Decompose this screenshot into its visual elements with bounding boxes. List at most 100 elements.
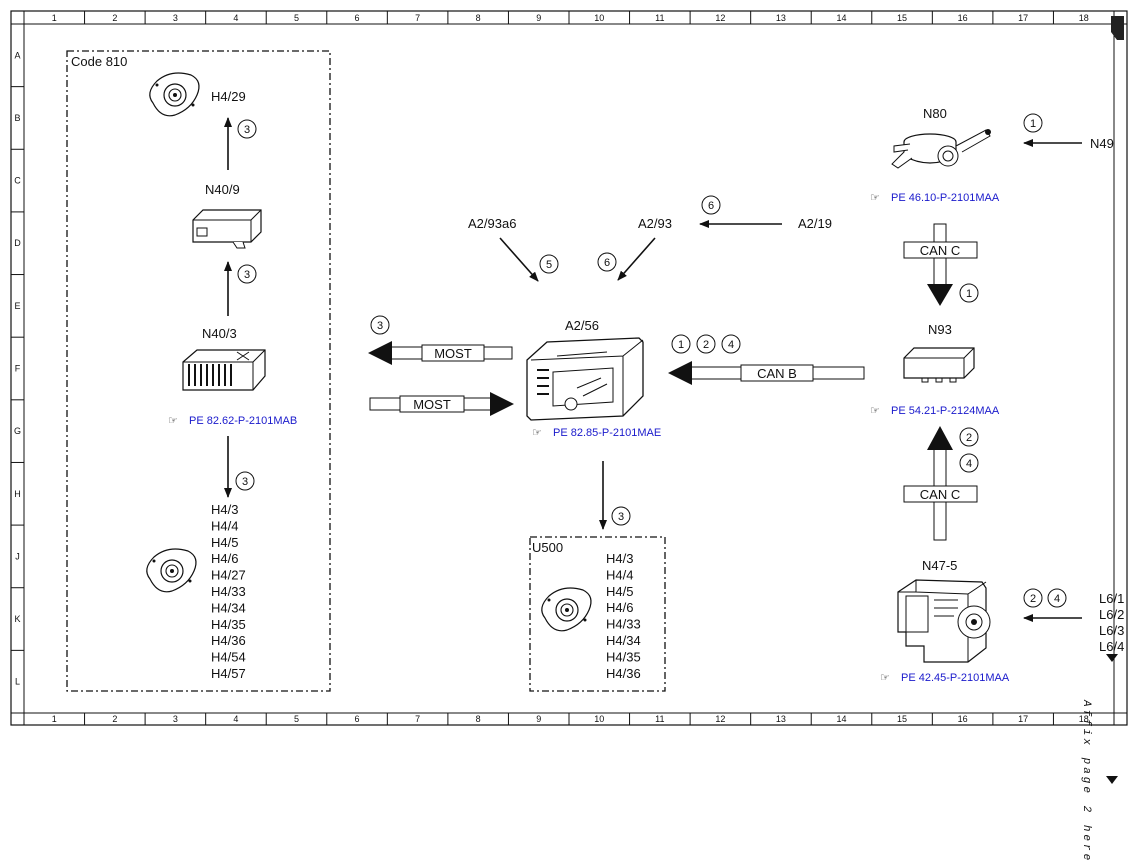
- grid-col-label: 1: [52, 13, 57, 23]
- grid-col-label: 17: [1018, 714, 1028, 724]
- grid-col-label: 18: [1079, 13, 1089, 23]
- speaker-icon: [541, 587, 592, 632]
- list-item: H4/34: [606, 633, 641, 648]
- most-bus-out: [368, 341, 513, 365]
- ref-n80[interactable]: PE 46.10-P-2101MAA: [891, 192, 1000, 204]
- marker-number: 3: [377, 320, 383, 332]
- grid-row-label: L: [15, 677, 20, 687]
- grid-col-label: 10: [594, 13, 604, 23]
- ref-icon: ☞: [870, 192, 880, 204]
- grid-col-label: 12: [715, 714, 725, 724]
- list-item: H4/35: [606, 649, 641, 664]
- list-item: L6/4: [1099, 639, 1124, 654]
- grid-col-label: 11: [655, 714, 664, 724]
- can-b-label: CAN B: [757, 366, 797, 381]
- grid-row-label: A: [14, 50, 20, 60]
- side-arrow-bottom-icon: [1106, 776, 1118, 784]
- list-item: H4/36: [606, 666, 641, 681]
- grid-col-label: 3: [173, 714, 178, 724]
- wiring-diagram: 1122334455667788991010111112121313141415…: [10, 10, 1128, 784]
- esp-unit-n47-5-icon: [897, 579, 991, 663]
- marker-number: 3: [618, 511, 624, 523]
- code-810-group: [66, 50, 331, 692]
- label-n40-3: N40/3: [202, 326, 237, 341]
- affix-note: Affix page 2 here: [1080, 700, 1092, 863]
- u500-label: U500: [532, 540, 563, 555]
- grid-col-label: 12: [715, 13, 725, 23]
- can-b-bus: [668, 361, 865, 385]
- list-item: L6/1: [1099, 591, 1124, 606]
- list-item: H4/27: [211, 568, 246, 583]
- marker-number: 6: [708, 200, 714, 212]
- marker-circle: [1023, 113, 1043, 133]
- list-item: L6/3: [1099, 623, 1124, 638]
- ref-icon: ☞: [870, 405, 880, 417]
- grid-col-label: 6: [355, 13, 360, 23]
- marker-number: 6: [604, 257, 610, 269]
- ref-a2-56[interactable]: PE 82.85-P-2101MAE: [553, 427, 661, 439]
- most-label-out: MOST: [434, 346, 472, 361]
- most-bus-in: [369, 392, 514, 416]
- grid-col-label: 6: [355, 714, 360, 724]
- label-n49: N49: [1090, 136, 1114, 151]
- left-speaker-list: H4/3H4/4H4/5H4/6H4/27H4/33H4/34H4/35H4/3…: [211, 502, 246, 681]
- grid-col-label: 14: [836, 714, 846, 724]
- grid-col-label: 8: [476, 13, 481, 23]
- grid-col-label: 15: [897, 714, 907, 724]
- marker-circle: [235, 471, 255, 491]
- grid-column-ticks: 1122334455667788991010111112121313141415…: [52, 11, 1089, 725]
- ref-icon: ☞: [532, 427, 542, 439]
- ref-n47-5[interactable]: PE 42.45-P-2101MAA: [901, 672, 1010, 684]
- marker-circle: [539, 254, 559, 274]
- grid-col-label: 3: [173, 13, 178, 23]
- can-c-label-bottom: CAN C: [920, 487, 960, 502]
- svg-text:1: 1: [678, 339, 684, 351]
- grid-col-label: 2: [112, 714, 117, 724]
- list-item: H4/5: [211, 535, 238, 550]
- grid-row-label: E: [14, 301, 20, 311]
- grid-col-label: 9: [536, 714, 541, 724]
- u500-group: [529, 536, 666, 692]
- grid-col-label: 7: [415, 13, 420, 23]
- grid-row-label: F: [15, 364, 21, 374]
- control-unit-n40-9-icon: [192, 209, 262, 249]
- label-n40-9: N40/9: [205, 182, 240, 197]
- list-item: H4/33: [606, 617, 641, 632]
- list-item: H4/4: [606, 567, 633, 582]
- ref-n93[interactable]: PE 54.21-P-2124MAA: [891, 405, 1000, 417]
- head-unit-a2-56-icon: [526, 337, 644, 421]
- grid-row-label: H: [14, 489, 21, 499]
- label-a2-56: A2/56: [565, 318, 599, 333]
- marker-number: 1: [1030, 118, 1036, 130]
- grid-row-label: K: [14, 614, 20, 624]
- gateway-n93-icon: [903, 347, 975, 383]
- label-h4-29: H4/29: [211, 89, 246, 104]
- grid-col-label: 1: [52, 714, 57, 724]
- marker-number: 5: [546, 259, 552, 271]
- grid-col-label: 17: [1018, 13, 1028, 23]
- arrow-a2-93a6: [499, 237, 539, 282]
- grid-col-label: 4: [233, 714, 238, 724]
- grid-col-label: 14: [836, 13, 846, 23]
- grid-row-label: G: [14, 426, 21, 436]
- list-item: H4/54: [211, 650, 246, 665]
- grid-col-label: 13: [776, 714, 786, 724]
- speaker-icon: [146, 548, 197, 593]
- grid-col-label: 2: [112, 13, 117, 23]
- grid-col-label: 5: [294, 13, 299, 23]
- svg-text:2: 2: [703, 339, 709, 351]
- list-item: H4/57: [211, 666, 246, 681]
- marker-circle: [237, 264, 257, 284]
- grid-row-label: D: [14, 238, 21, 248]
- l6-markers: 2 4: [1023, 588, 1067, 608]
- grid-row-label: C: [14, 176, 21, 186]
- list-item: H4/5: [606, 584, 633, 599]
- marker-circle: [611, 506, 631, 526]
- list-item: H4/3: [211, 502, 238, 517]
- grid-col-label: 10: [594, 714, 604, 724]
- ref-n40-3[interactable]: PE 82.62-P-2101MAB: [189, 415, 297, 427]
- label-a2-93: A2/93: [638, 216, 672, 231]
- side-arrow-top-icon: [1106, 654, 1118, 662]
- steering-column-module-n80-icon: [891, 129, 991, 169]
